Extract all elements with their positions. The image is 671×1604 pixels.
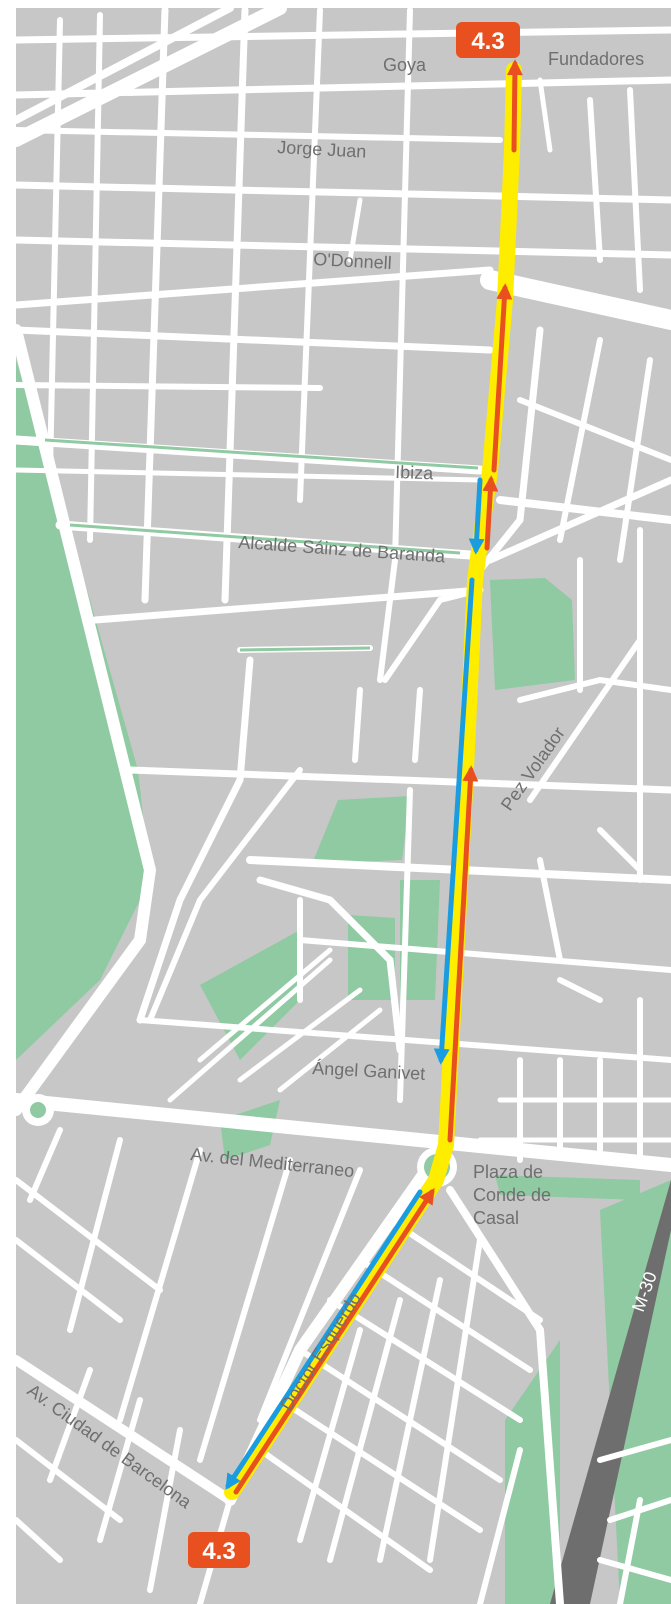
badge-bottom-label: 4.3 [202,1538,235,1565]
label-odonnell: O'Donnell [313,249,392,273]
route-yellow-line [224,62,522,1500]
blue-arrow-1 [468,477,485,555]
route-blue-arrows [225,477,485,1491]
route [224,59,523,1500]
orange-arrow-1 [506,59,523,153]
orange-arrow-4 [447,765,479,1143]
route-orange-arrows [233,59,523,1495]
frame-left [0,0,16,1604]
park-strip [400,880,440,1000]
roundabout-icon [30,1102,46,1118]
label-ibiza: Ibiza [395,462,435,483]
blue-arrow-3 [225,1189,423,1491]
badge-bottom-shape [188,1532,250,1568]
street-network [9,1,671,1604]
orange-arrow-5 [233,1187,435,1495]
label-plaza-line-1: Plaza de [473,1162,543,1182]
label-jorge-juan: Jorge Juan [277,137,367,162]
badge-bottom: 4.3 [188,1532,250,1568]
badge-top-label: 4.3 [471,28,504,55]
label-plaza-line-2: Conde de [473,1185,551,1205]
blue-arrow-2 [433,577,475,1065]
park-plaza-east [495,1175,640,1200]
badge-top-shape [456,22,520,58]
label-plaza-line-3: Casal [473,1208,519,1228]
m30-highway [550,1180,671,1604]
badge-top: 4.3 [456,22,520,58]
frame-top [0,0,671,8]
park-west [16,360,150,1060]
orange-arrow-2 [491,283,513,473]
park-central [312,796,410,864]
park-small [348,915,395,1000]
green-dividers [44,438,479,652]
label-fundadores: Fundadores [548,49,644,69]
park-ibiza [490,578,575,690]
orange-arrow-3 [482,475,499,551]
label-goya: Goya [383,55,427,75]
